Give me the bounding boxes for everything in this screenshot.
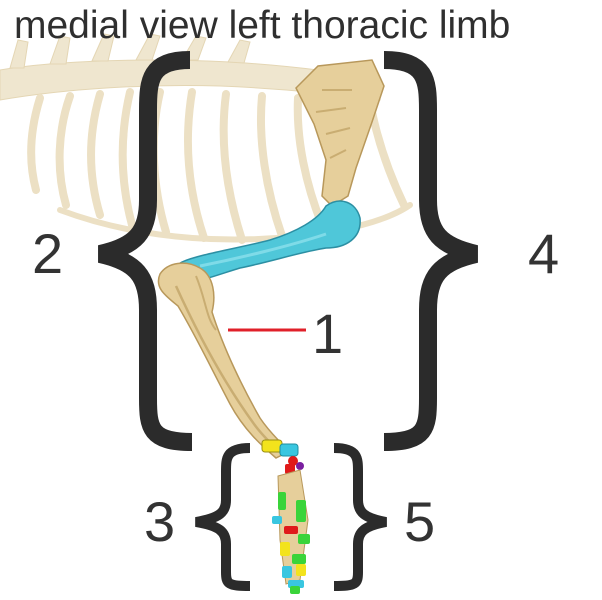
- brace-right-large: [383, 51, 479, 451]
- label-1: 1: [312, 302, 344, 365]
- brace-left-large: [97, 51, 193, 451]
- label-2: 2: [32, 222, 64, 285]
- radius-ulna: [157, 262, 290, 459]
- diagram-title: medial view left thoracic limb: [14, 4, 511, 47]
- label-3: 3: [144, 490, 176, 553]
- manus-bones: [261, 439, 310, 594]
- brace-right-small: [333, 443, 387, 591]
- faded-ribs: [27, 88, 408, 244]
- label-4: 4: [528, 222, 560, 285]
- label-5: 5: [404, 490, 436, 553]
- faded-vertebral-column: [0, 33, 381, 101]
- brace-left-small: [195, 443, 251, 591]
- scapula: [295, 59, 385, 207]
